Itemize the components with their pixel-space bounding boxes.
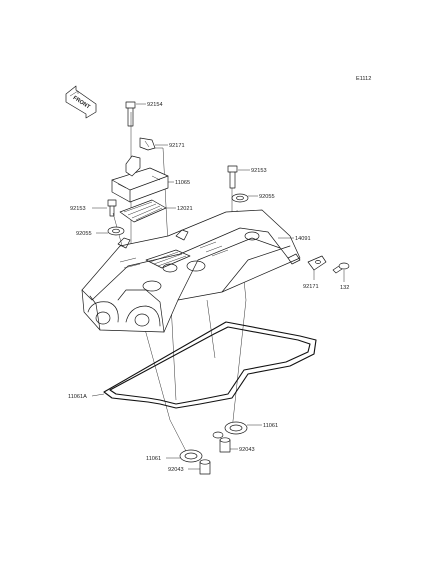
pin-92043-b [219,437,231,453]
label-132: 132 [340,285,349,291]
label-11061-b: 11061 [263,423,278,429]
pin-92043-a [199,459,211,475]
gasket-11061A [103,321,317,409]
label-92171-b: 92171 [303,284,319,290]
label-12021: 12021 [177,206,193,212]
breather-cover-11065 [111,155,169,203]
label-92153-a: 92153 [70,206,86,212]
clamp-92171-b [307,255,327,271]
grommet-92055-b [231,193,249,203]
front-arrow-icon: FRONT [65,85,97,119]
clamp-92171-a [139,137,156,151]
head-cover-14091 [81,209,301,333]
bolt-92154 [125,101,136,127]
bolt-92153-a [107,199,117,217]
bolt-132 [332,262,350,274]
label-11061-a: 11061 [146,456,161,462]
label-92055-a: 92055 [76,231,92,237]
plug-seal-11061-b [224,421,248,435]
plate-12021 [119,199,167,223]
label-14091: 14091 [295,236,311,242]
washer-92043-b [212,431,224,439]
label-92043-a: 92043 [168,467,184,473]
diagram-code: E1112 [356,76,371,82]
plug-seal-11061-a [179,449,203,463]
label-92154: 92154 [147,102,163,108]
label-92171-a: 92171 [169,143,185,149]
grommet-92055-a [107,226,125,236]
label-92055-b: 92055 [259,194,275,200]
label-92153-b: 92153 [251,168,267,174]
bolt-92153-b [227,165,238,189]
label-11061A: 11061A [68,394,87,400]
label-92043-b: 92043 [239,447,255,453]
label-11065: 11065 [175,180,190,186]
